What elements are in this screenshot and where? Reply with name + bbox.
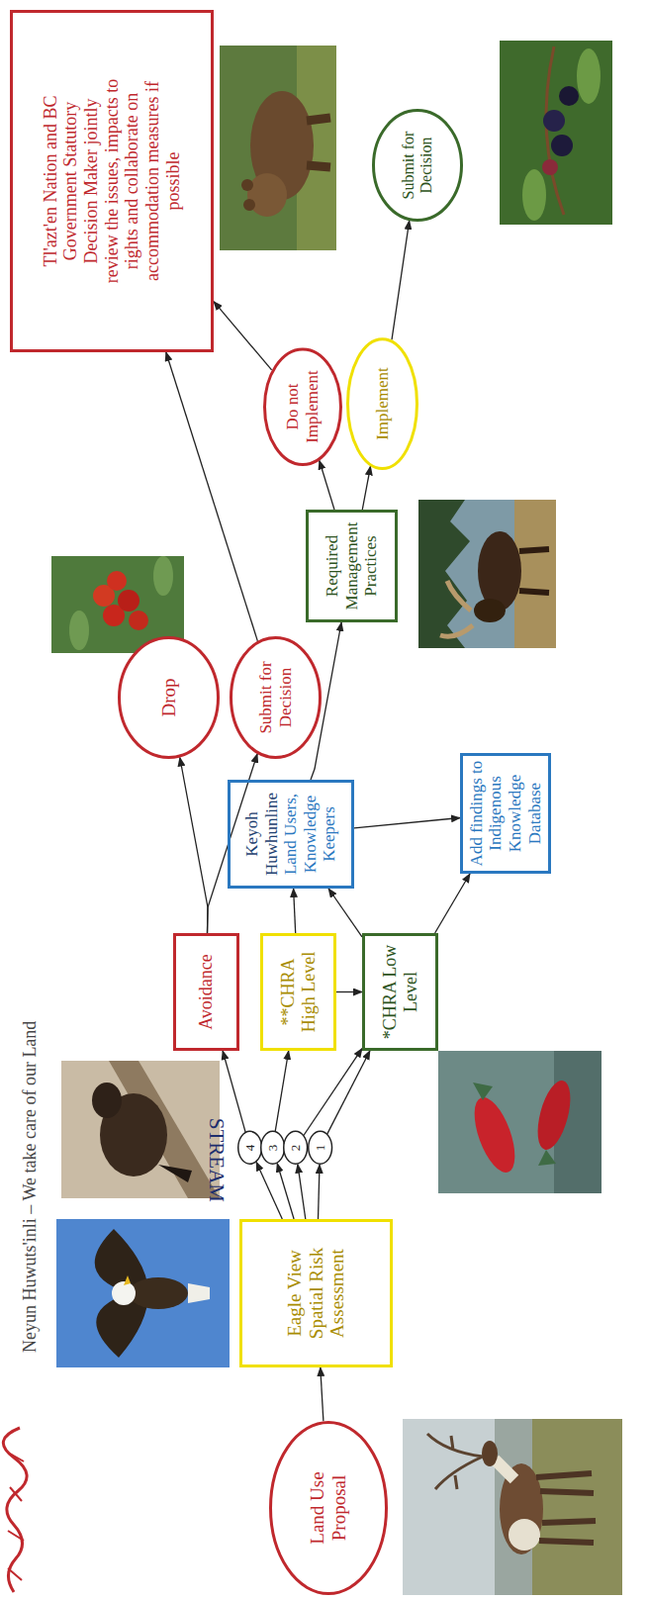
connector-arrow (256, 1161, 282, 1219)
connector-arrow (318, 1164, 321, 1219)
circle-outline-shape (265, 349, 342, 465)
connector-arrow (297, 1164, 306, 1219)
process-box: Eagle View Spatial Risk Assessment (239, 1218, 393, 1368)
diagram-title: Neyun Huwuts'inli – We take care of our … (19, 1020, 41, 1353)
connector-arrow (180, 757, 208, 934)
beaver-photo (61, 1060, 220, 1199)
stream-number: 4 (237, 1130, 263, 1165)
text-block: **CHRA High Level (277, 942, 319, 1042)
node-text: 2 (288, 1137, 304, 1158)
text-block: Add findings to Indigenous Knowledge Dat… (466, 759, 545, 867)
node-text: Submit for Decision (399, 127, 437, 203)
connector-arrow (327, 1050, 371, 1134)
end-circle: Submit for Decision (371, 108, 463, 222)
circle-outline-shape (348, 339, 418, 469)
text-block: Implement (372, 359, 393, 449)
connector-arrow (213, 301, 273, 371)
node-text: **CHRA High Level (277, 942, 319, 1042)
logo (2, 1427, 27, 1592)
node-text: *CHRA Low Level (379, 942, 421, 1042)
node-text: 4 (243, 1137, 259, 1158)
connector-arrow (328, 888, 363, 937)
process-box: Keyoh HuwhunlineLand Users, Knowledge Ke… (227, 779, 355, 889)
text-block: 4 (243, 1137, 259, 1158)
node-text: Land Users, Knowledge Keepers (280, 786, 340, 882)
blueberry-photo (499, 40, 613, 225)
text-block: Avoidance (195, 939, 217, 1044)
node-text: Keyoh Huwhunline (242, 786, 281, 882)
node-text: Eagle View Spatial Risk Assessment (283, 1231, 350, 1356)
salmon-photo (438, 1050, 602, 1194)
circle-outline-shape (119, 638, 219, 758)
text-block: 2 (288, 1137, 304, 1158)
process-box: Add findings to Indigenous Knowledge Dat… (460, 752, 552, 874)
node-text: Tl'azt'en Nation and BC Government Statu… (40, 75, 185, 288)
start-circle: Land Use Proposal (269, 1420, 388, 1595)
process-box: Required Management Practices (305, 509, 398, 623)
connector-arrow (354, 818, 461, 829)
connector-arrow (336, 991, 363, 993)
node-text: Avoidance (195, 939, 217, 1044)
bear-photo (219, 45, 337, 251)
stream-number: 1 (307, 1130, 333, 1165)
end-circle: Drop (117, 636, 220, 759)
connector-arrow (362, 465, 371, 510)
connector-arrow (275, 1050, 289, 1131)
process-box: Avoidance (173, 932, 240, 1051)
process-box: *CHRA Low Level (362, 932, 439, 1051)
circle-outline-shape (271, 1422, 387, 1594)
stream-label: STREAM (203, 1117, 229, 1203)
text-block: Eagle View Spatial Risk Assessment (283, 1231, 350, 1356)
connector-arrow (320, 1367, 324, 1421)
circle-outline-shape (308, 1131, 333, 1165)
text-block: *CHRA Low Level (379, 942, 421, 1042)
connector-arrow (391, 220, 410, 340)
decision-circle: Do not Implement (263, 347, 343, 466)
text-block: Drop (158, 657, 181, 738)
moose-photo (418, 499, 556, 648)
circle-outline-shape (261, 1131, 285, 1165)
circle-outline-shape (373, 110, 463, 221)
stream-number: 3 (260, 1130, 285, 1165)
connector-arrow (293, 888, 296, 933)
node-text: Do not Implement (282, 367, 322, 447)
node-text: Submit for Decision (256, 657, 295, 738)
connector-arrow (435, 873, 470, 933)
decision-circle: Implement (346, 337, 419, 470)
circle-outline-shape (283, 1131, 308, 1165)
node-text: Land Use Proposal (306, 1453, 351, 1563)
node-text: Implement (372, 359, 393, 449)
node-text: 3 (266, 1137, 281, 1158)
text-block: Tl'azt'en Nation and BC Government Statu… (40, 75, 185, 288)
connector-arrow (277, 1163, 294, 1219)
node-text: 1 (313, 1137, 329, 1158)
connector-arrow (319, 461, 335, 511)
text-block: 1 (313, 1137, 329, 1158)
review-box: Tl'azt'en Nation and BC Government Statu… (9, 9, 214, 353)
end-circle: Submit for Decision (229, 636, 322, 759)
circle-outline-shape (238, 1131, 263, 1165)
text-block: 3 (266, 1137, 281, 1158)
text-block: Do not Implement (282, 367, 322, 447)
stream-number: 2 (282, 1130, 308, 1165)
circle-outline-shape (231, 638, 321, 758)
process-box: **CHRA High Level (260, 932, 337, 1051)
connector-arrow (166, 352, 259, 642)
text-block: Submit for Decision (399, 127, 437, 203)
node-text: Add findings to Indigenous Knowledge Dat… (466, 759, 545, 867)
eagle-photo (56, 1218, 230, 1368)
caribou-photo (402, 1418, 623, 1595)
text-block: Land Use Proposal (306, 1453, 351, 1563)
node-text: Required Management Practices (322, 517, 381, 615)
node-text: Drop (158, 657, 181, 738)
text-block: Keyoh HuwhunlineLand Users, Knowledge Ke… (242, 786, 340, 882)
text-block: Required Management Practices (322, 517, 381, 615)
text-block: Submit for Decision (256, 657, 295, 738)
